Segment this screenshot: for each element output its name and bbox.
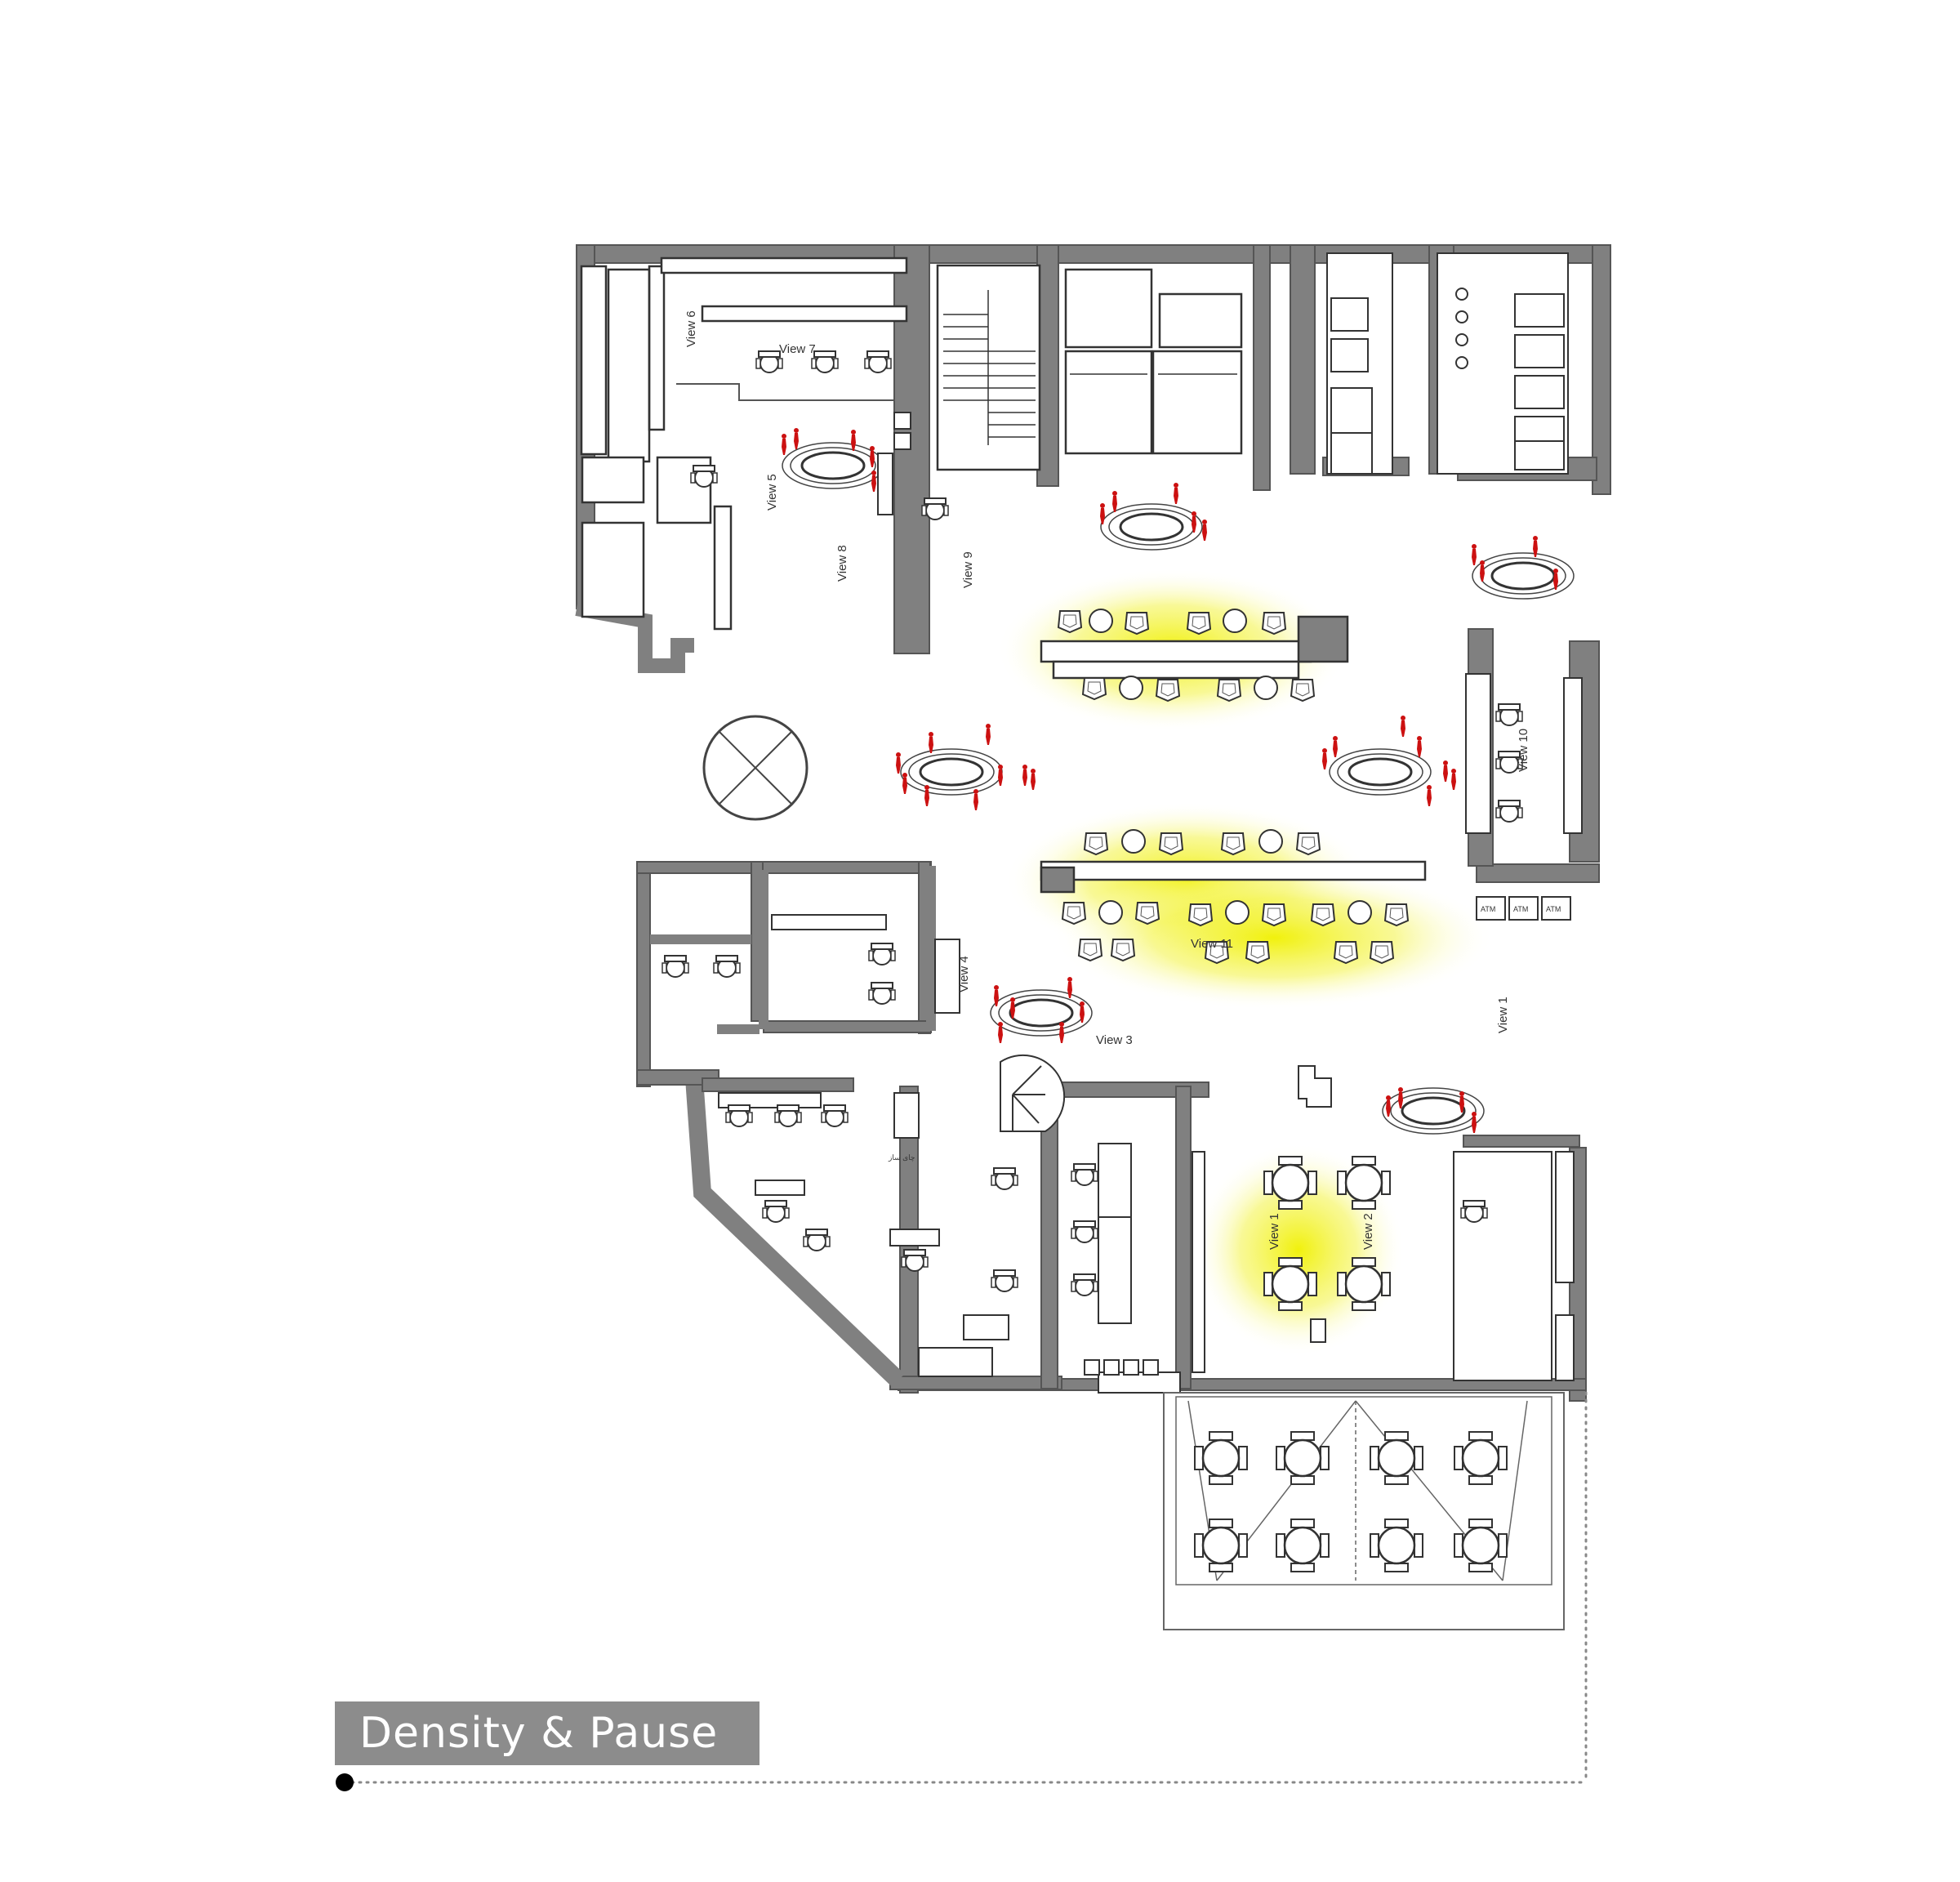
atm-label: ATM <box>1546 905 1561 913</box>
kitchen-label: چای ساز <box>888 1153 915 1162</box>
office-partitions <box>650 866 936 1034</box>
view-label: View 9 <box>961 551 975 588</box>
staircase <box>936 264 1041 471</box>
dining-tables <box>1263 1155 1392 1343</box>
view-label: View 11 <box>1191 937 1233 951</box>
view-label: View 8 <box>835 545 849 582</box>
view-label: View 4 <box>957 956 971 992</box>
view-markers: View 7 View 6 View 5 View 8 View 9 View … <box>684 310 1530 1250</box>
terrace <box>1163 1392 1565 1630</box>
atm-row: ATM ATM ATM <box>1476 896 1571 921</box>
title-banner: Density & Pause <box>335 1701 760 1765</box>
view-label: View 6 <box>684 310 698 347</box>
kitchen-counters <box>580 256 908 631</box>
view-label: View 5 <box>765 474 779 511</box>
elevators <box>1064 268 1243 455</box>
leader-line <box>336 1391 1588 1791</box>
view-label: View 3 <box>1096 1033 1133 1047</box>
view-label: View 1 <box>1267 1213 1281 1250</box>
office-furniture <box>718 914 1575 1394</box>
view-label: View 2 <box>1361 1213 1375 1250</box>
restrooms <box>1326 252 1569 475</box>
view-label: View 1 <box>1496 997 1510 1033</box>
view-label: View 7 <box>779 342 816 356</box>
right-service-counter <box>1465 673 1583 834</box>
spiral-stair <box>1000 1054 1066 1132</box>
atm-label: ATM <box>1481 905 1495 913</box>
leader-dot <box>336 1773 354 1791</box>
view-label: View 10 <box>1517 729 1530 772</box>
lounge-benches <box>1040 615 1427 894</box>
atm-label: ATM <box>1513 905 1528 913</box>
fixtures <box>877 412 1332 1376</box>
skylight <box>702 715 808 821</box>
highlight-lower-lounge <box>1054 866 1494 1010</box>
page-title: Density & Pause <box>359 1709 719 1758</box>
